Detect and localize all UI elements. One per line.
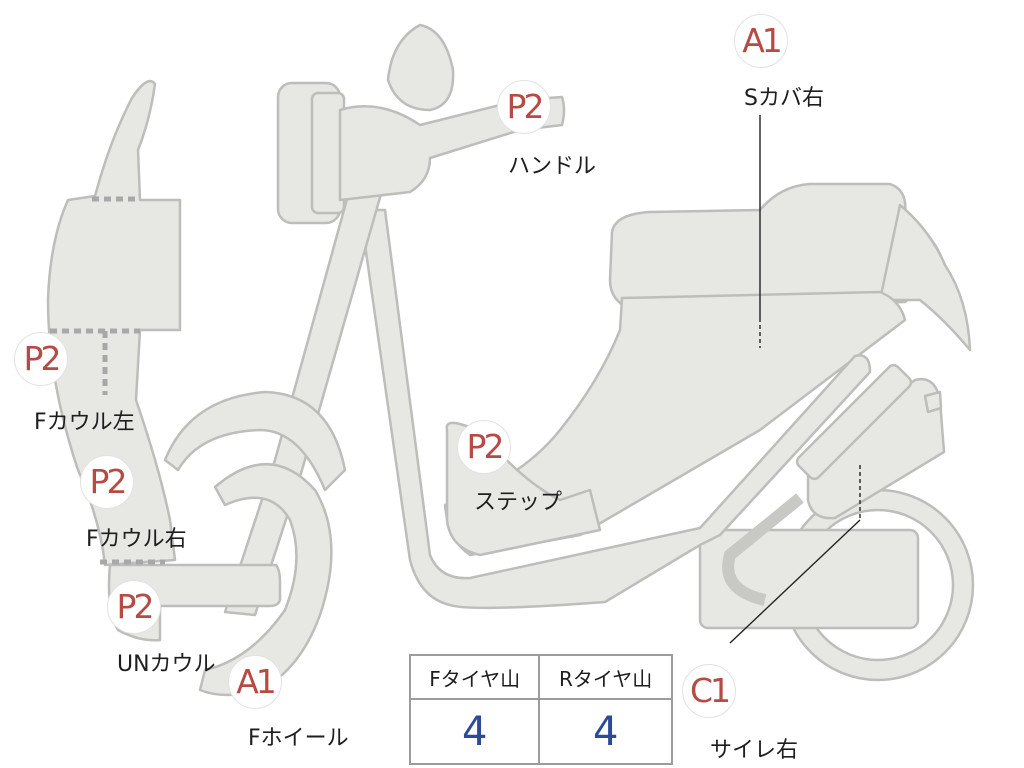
rear-tire-value: 4 xyxy=(538,698,673,765)
table-row: 4 4 xyxy=(408,698,673,765)
part-label: Fホイール xyxy=(248,726,349,751)
part-label: Fカウル左 xyxy=(34,410,135,435)
grade-badge: P2 xyxy=(457,420,511,474)
grade-badge: P2 xyxy=(107,580,161,634)
front-tire-value: 4 xyxy=(408,698,541,765)
part-label: UNカウル xyxy=(117,652,216,677)
part-label: ハンドル xyxy=(508,154,597,179)
rear-tire-header: Rタイヤ山 xyxy=(538,654,673,700)
table-header-row: Fタイヤ山 Rタイヤ山 xyxy=(408,654,673,700)
tire-tread-table: Fタイヤ山 Rタイヤ山 4 4 xyxy=(408,654,673,765)
part-label: サイレ右 xyxy=(710,738,799,763)
grade-badge: P2 xyxy=(497,80,551,134)
front-cowl xyxy=(46,79,182,567)
rear-tail xyxy=(878,203,972,352)
muffler-pipe xyxy=(722,493,804,606)
grade-badge: P2 xyxy=(14,332,68,386)
part-label: ステップ xyxy=(474,490,563,515)
muffler xyxy=(806,377,946,520)
part-label: Sカバ右 xyxy=(744,86,824,111)
grade-badge: C1 xyxy=(682,664,736,718)
front-tire-header: Fタイヤ山 xyxy=(408,654,541,700)
grade-badge: P2 xyxy=(80,455,134,509)
rear-shock xyxy=(795,363,913,481)
front-fender xyxy=(163,390,347,492)
underframe xyxy=(358,208,872,610)
mirror xyxy=(386,23,455,112)
grade-badge: A1 xyxy=(734,14,788,68)
engine-unit xyxy=(698,528,920,630)
grade-badge: A1 xyxy=(228,655,282,709)
part-label: Fカウル右 xyxy=(86,527,187,552)
